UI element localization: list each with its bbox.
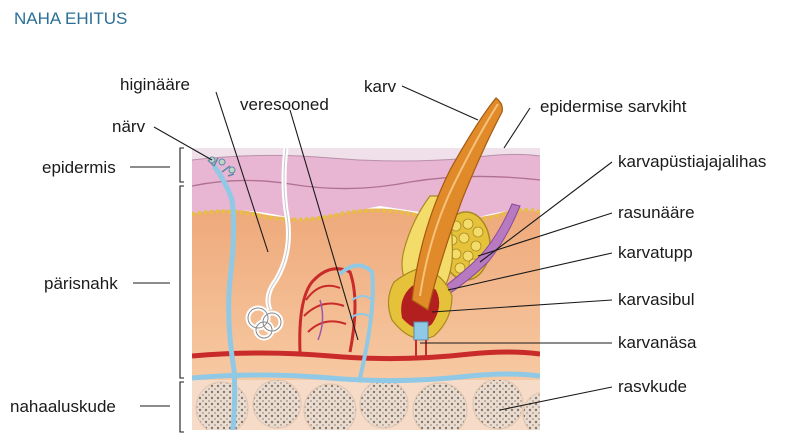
label-rasvkude: rasvkude [618,377,687,396]
label-karvasibul: karvasibul [618,290,695,309]
capillary-loop [298,263,375,379]
label-nahaaluskude: nahaaluskude [10,397,116,416]
label-epidermis: epidermis [42,158,116,177]
leader-lines [130,85,613,411]
label-sarvkiht: epidermise sarvkiht [540,97,687,116]
artery [192,349,540,362]
label-veresooned: veresooned [240,95,329,114]
label-parisnahk: pärisnahk [44,274,118,293]
vein [192,371,540,384]
diagram-title: NAHA EHITUS [14,9,127,28]
label-rasunaare: rasunääre [618,203,695,222]
label-karvatupp: karvatupp [618,243,693,262]
label-higinaare: higinääre [120,75,190,94]
label-lihas: karvapüstiajajalihas [618,152,766,171]
hair-shaft [411,97,503,311]
horny-layer [192,148,540,161]
layer-brackets [179,147,184,433]
label-karvanasa: karvanäsa [618,333,697,352]
label-narv: närv [112,117,146,136]
nerve-fiber [211,164,238,430]
label-karv: karv [364,77,397,96]
